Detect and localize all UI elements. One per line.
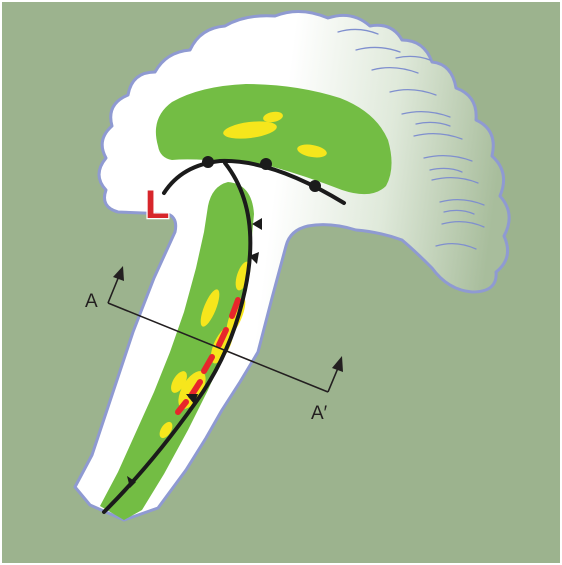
section-label-a-prime: A′ [311, 403, 328, 424]
section-label-a: A [85, 291, 98, 312]
low-pressure-label: L [145, 183, 169, 227]
